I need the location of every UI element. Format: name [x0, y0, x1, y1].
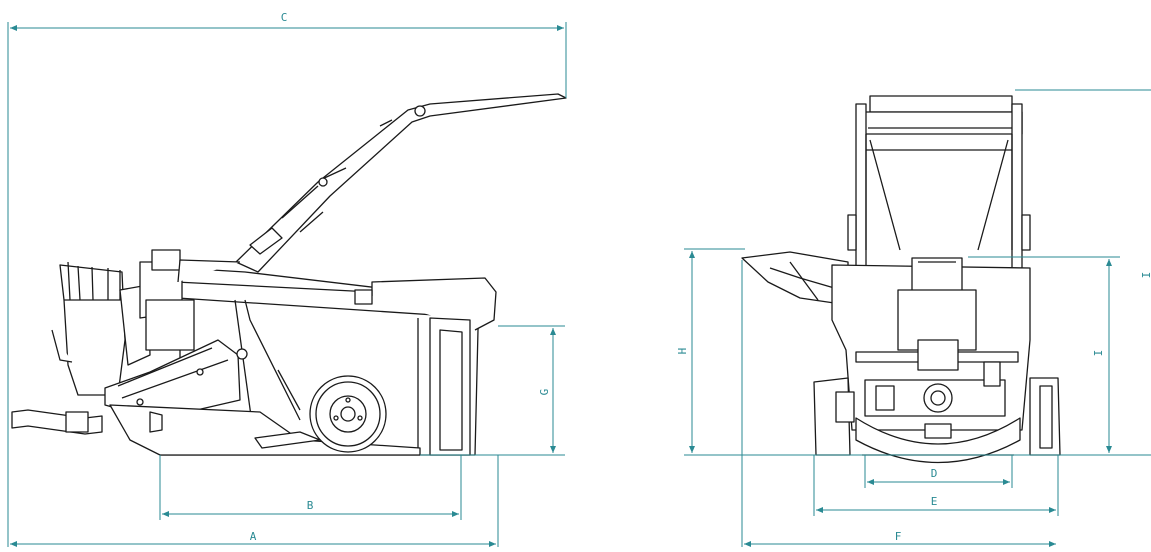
dimension-label-h: H: [676, 348, 689, 355]
dimension-label-e: E: [931, 495, 938, 508]
side-view: [11, 93, 567, 456]
engine-body: [831, 257, 1031, 431]
dimension-lines: [7, 22, 1151, 547]
dimension-label-d: D: [931, 467, 938, 480]
front-view: [741, 95, 1061, 464]
transport-wheel: [309, 375, 387, 453]
dimension-label-i-upper: I: [1140, 272, 1151, 279]
front-wheels: [813, 377, 1061, 456]
guard-frame: [847, 95, 1031, 286]
feed-intake: [51, 249, 195, 396]
top-rail: [177, 259, 373, 305]
discharge-boom: [235, 93, 567, 273]
dimension-label-c: C: [281, 11, 288, 24]
dimension-labels: C A B G H I I D E F: [250, 11, 1151, 543]
dimension-label-a: A: [250, 530, 257, 543]
dimension-label-i: I: [1092, 350, 1105, 357]
dimension-label-f: F: [895, 530, 902, 543]
dimension-label-g: G: [538, 389, 551, 396]
chassis-drawbar: [11, 369, 421, 456]
hopper-body: [157, 267, 497, 456]
dimension-label-b: B: [307, 499, 314, 512]
